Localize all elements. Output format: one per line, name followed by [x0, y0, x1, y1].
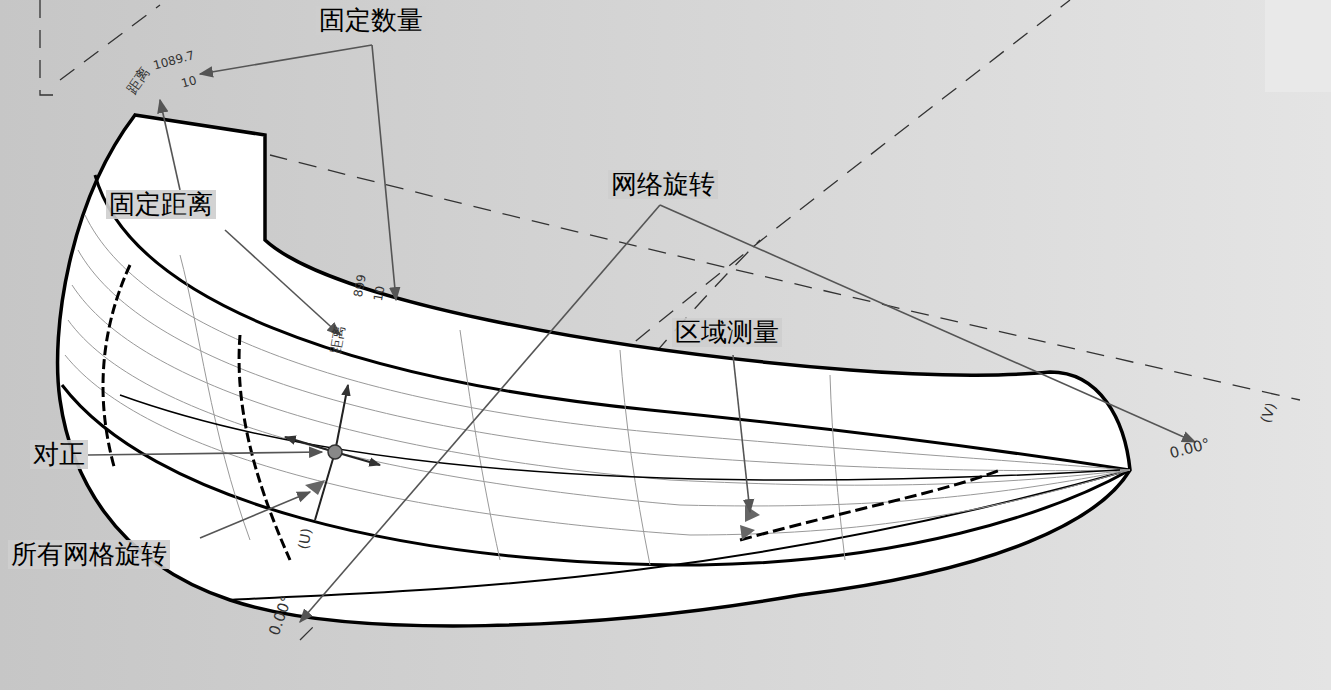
face-edge	[62, 385, 1130, 565]
callout-label: 对正	[30, 440, 88, 469]
manipulator	[285, 385, 760, 540]
face-edge	[95, 175, 1130, 470]
callout-label: 网络旋转	[608, 170, 718, 199]
callout-label: 区域测量	[672, 318, 782, 347]
section-curves	[103, 265, 1120, 560]
callout-label: 所有网格旋转	[8, 540, 170, 569]
face-edge	[230, 470, 1130, 600]
construction-lines	[40, 0, 1300, 640]
callout-label: 固定数量	[316, 6, 426, 35]
surface-body	[58, 115, 1130, 626]
mesh-lines	[65, 215, 1130, 565]
leader-lines	[88, 45, 1195, 622]
panel-corner	[1265, 0, 1331, 92]
count-value: 10	[372, 285, 388, 302]
callout-label: 固定距离	[106, 190, 216, 219]
